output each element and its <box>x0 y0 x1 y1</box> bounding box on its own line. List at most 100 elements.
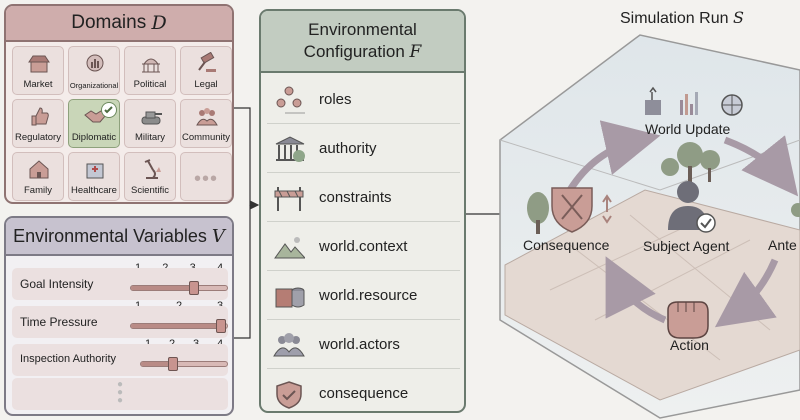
partial-antecedent-icon <box>791 203 800 217</box>
cycle-arrow-left-bottom <box>605 256 667 324</box>
domain-tile-label: Scientific <box>130 185 169 196</box>
domain-tile-regulatory[interactable]: Regulatory <box>12 99 64 148</box>
config-row-constraints: constraints <box>267 175 460 222</box>
domain-tile-diplomatic[interactable]: Diplomatic <box>68 99 120 148</box>
group-icon <box>273 333 305 357</box>
slider-fill <box>141 362 173 366</box>
variables-connector <box>234 205 251 339</box>
cycle-arrow-right-top <box>723 135 799 197</box>
action-label: Action <box>670 337 709 353</box>
domain-tile-label: Legal <box>194 79 218 90</box>
slider-handle[interactable] <box>216 319 226 333</box>
trees-icon <box>527 142 720 234</box>
domain-tile-family[interactable]: Family <box>12 152 64 201</box>
simulation-box <box>499 34 800 419</box>
domain-tile-military[interactable]: Military <box>124 99 176 148</box>
simulation-title-text: Simulation Run <box>620 10 729 27</box>
domain-tile-label: Political <box>133 79 167 90</box>
config-row-label: constraints <box>319 189 392 206</box>
config-row-world-context: world.context <box>267 224 460 271</box>
variable-name: Inspection Authority <box>20 353 117 365</box>
config-title-line1: Environmental <box>308 20 417 39</box>
simulation-title: Simulation Run S <box>620 8 744 28</box>
slider-fill <box>131 286 194 290</box>
domain-tile-healthcare[interactable]: Healthcare <box>68 152 120 201</box>
domain-tile-scientific[interactable]: Scientific <box>124 152 176 201</box>
capitol-icon <box>142 58 160 73</box>
more-variables: ●●● <box>12 378 228 410</box>
community-icon <box>196 108 218 126</box>
domains-panel: Domains D Market Organizational Political L… <box>4 4 234 204</box>
domains-symbol: D <box>151 12 167 34</box>
consequence-label: Consequence <box>523 237 610 253</box>
variable-slider[interactable] <box>140 357 228 371</box>
config-row-authority: authority <box>267 126 460 173</box>
floor-grid <box>549 214 771 361</box>
domains-title: Domains <box>71 12 147 33</box>
more-dots-icon: ●●● <box>117 379 124 406</box>
market-icon <box>28 55 50 73</box>
domain-tile-legal[interactable]: Legal <box>180 46 232 95</box>
variables-title: Environmental Variables <box>13 225 207 246</box>
slider-fill <box>131 324 221 328</box>
slider-handle[interactable] <box>188 281 199 295</box>
check-icon <box>101 102 117 118</box>
variable-slider[interactable] <box>130 319 228 333</box>
domain-tile-political[interactable]: Political <box>124 46 176 95</box>
config-row-world-resource: world.resource <box>267 273 460 320</box>
config-row-label: world.actors <box>319 336 400 353</box>
house-icon <box>29 160 49 179</box>
config-row-roles: roles <box>267 77 460 124</box>
antecedent-partial-label: Ante <box>768 237 797 253</box>
config-row-label: world.context <box>319 238 408 255</box>
cycle-arrow-right-bottom <box>714 258 779 328</box>
people-icon <box>276 86 305 114</box>
consequence-shield-icon <box>551 187 612 233</box>
variables-symbol: V <box>211 225 225 247</box>
barrier-icon <box>274 187 304 211</box>
variables-header: Environmental Variables V <box>6 218 232 256</box>
config-row-label: world.resource <box>319 287 418 304</box>
hospital-icon <box>86 163 104 179</box>
config-panel: Environmental Configuration F roles autho… <box>259 9 466 413</box>
config-row-label: authority <box>319 140 377 157</box>
variable-slider[interactable] <box>130 281 228 295</box>
domain-tile-label: Organizational <box>69 81 119 90</box>
world-update-icon <box>645 86 743 116</box>
subject-agent-label: Subject Agent <box>643 238 730 254</box>
config-title-line2: Configuration <box>303 42 405 61</box>
config-symbol: F <box>409 42 422 62</box>
variable-name: Goal Intensity <box>20 277 94 291</box>
domain-tile-community[interactable]: Community <box>180 99 232 148</box>
domains-header: Domains D <box>6 6 232 42</box>
variable-name: Time Pressure <box>20 315 98 329</box>
shield-check-icon <box>276 381 302 409</box>
domain-tile-label: Market <box>23 79 53 90</box>
domain-tile-label: Community <box>181 132 231 143</box>
thumbs-up-icon <box>31 107 49 126</box>
world-update-label: World Update <box>645 121 731 137</box>
variable-row: Inspection Authority <box>12 344 228 376</box>
config-row-label: roles <box>319 91 352 108</box>
cycle-arrow-top <box>567 120 661 192</box>
gavel-icon <box>198 52 216 72</box>
config-row-label: consequence <box>319 385 409 402</box>
domain-tile-label: Regulatory <box>15 132 61 143</box>
variable-row: Time Pressure <box>12 306 228 338</box>
domain-tile-more[interactable]: ••• <box>180 152 232 201</box>
domain-tile-label: Military <box>134 132 166 143</box>
domain-tile-organizational[interactable]: Organizational <box>68 46 120 95</box>
action-fist-icon <box>667 301 709 339</box>
microscope-icon <box>144 159 161 179</box>
variables-panel: Environmental Variables V 1234Goal Inten… <box>4 216 234 416</box>
domain-tile-label: Healthcare <box>71 185 117 196</box>
variable-row: Goal Intensity <box>12 268 228 300</box>
slider-handle[interactable] <box>168 357 178 371</box>
domain-tile-label: Family <box>24 185 52 196</box>
subject-agent-icon <box>668 181 716 233</box>
domain-tile-label: Diplomatic <box>71 132 117 143</box>
config-header: Environmental Configuration F <box>261 11 464 73</box>
domain-tile-market[interactable]: Market <box>12 46 64 95</box>
config-row-consequence: consequence <box>267 371 460 411</box>
